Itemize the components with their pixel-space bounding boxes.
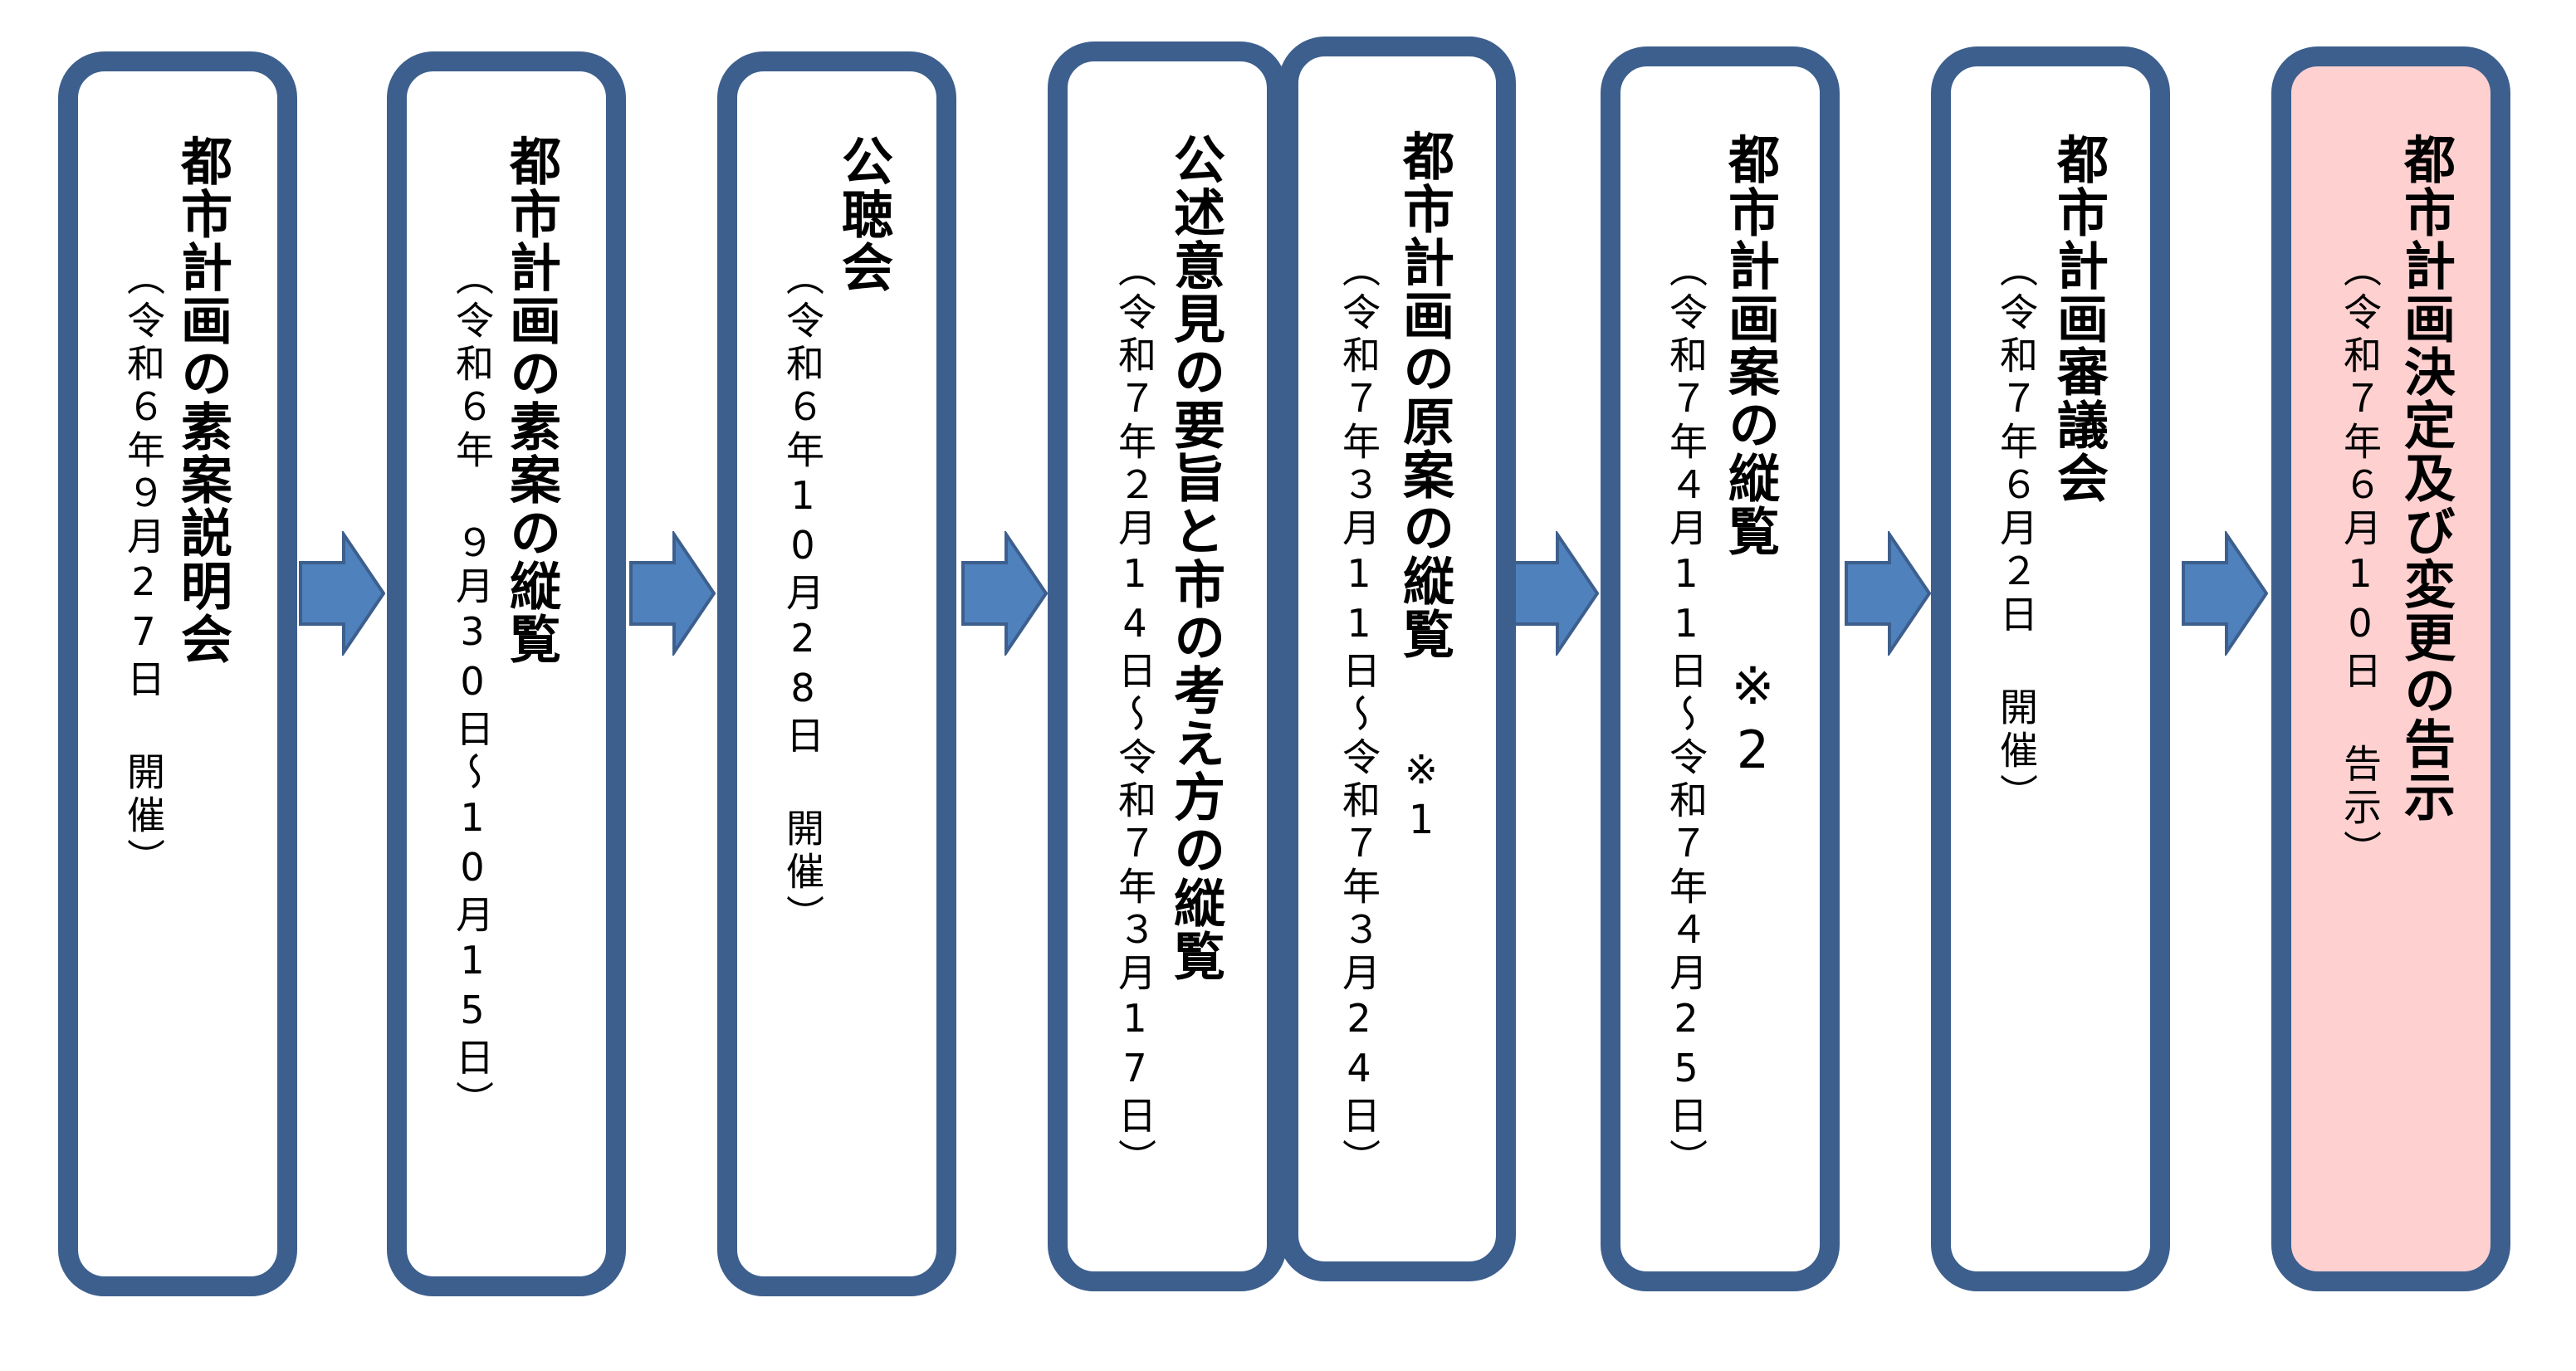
step-6-note: ※2 [1723,656,1783,783]
arrow-right-icon [1845,531,1931,656]
step-1-box [58,51,297,1296]
step-4-box [1048,41,1287,1291]
step-3-date: （令和６年10月28日 開催） [780,257,825,938]
step-7-box [1931,46,2170,1291]
step-7-date: （令和７年６月２日 開催） [1994,249,2039,817]
step-3-title: 公聴会 [833,134,893,294]
step-1-date: （令和６年９月27日 開催） [121,257,166,881]
arrow-right-icon [2182,531,2268,656]
step-5-note: ※1 [1398,747,1444,847]
step-2-title: 都市計画の素案の縦覧 [501,134,561,666]
step-5-title: 都市計画の原案の縦覧 [1394,129,1454,661]
step-6-date: （令和７年４月11日～令和７年４月25日） [1664,249,1708,1182]
step-8-title: 都市計画決定及び変更の告示 [2395,133,2456,823]
step-8-date: （令和７年６月10日 告示） [2338,249,2383,873]
step-6-title: 都市計画案の縦覧 [1719,133,1780,558]
step-4-date: （令和７年２月14日～令和７年３月17日） [1112,249,1157,1182]
step-6-box [1601,46,1840,1291]
step-8-box [2271,46,2510,1291]
arrow-right-icon [961,531,1048,656]
step-1-title: 都市計画の素案説明会 [172,134,232,666]
step-5-box [1278,37,1516,1281]
step-7-title: 都市計画審議会 [2048,133,2109,505]
step-5-date: （令和７年３月11日～令和７年３月24日） [1337,249,1381,1182]
step-3-box [717,51,956,1296]
step-4-title: 公述意見の要旨と市の考え方の縦覧 [1165,133,1225,983]
arrow-right-icon [299,531,385,656]
step-2-box [387,51,626,1296]
arrow-right-icon [629,531,716,656]
arrow-right-icon [1513,531,1599,656]
step-2-date: （令和６年 ９月30日～10月15日） [450,257,495,1124]
